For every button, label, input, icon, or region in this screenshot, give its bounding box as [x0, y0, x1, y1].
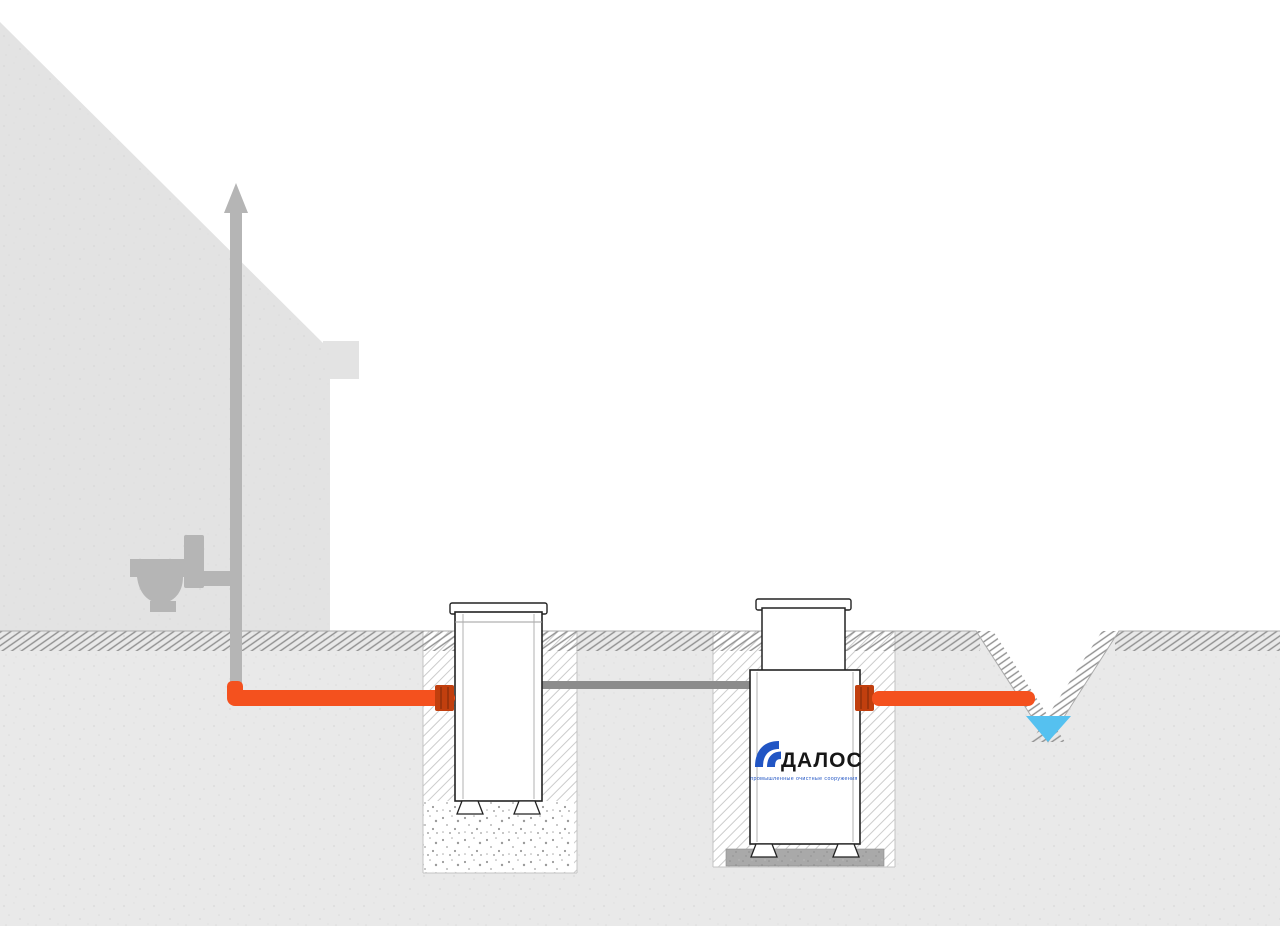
- septic-tank-foot-left: [456, 800, 484, 815]
- toilet-base: [150, 601, 176, 612]
- inlet-coupling-ribs: [440, 687, 449, 709]
- logo-mark-icon: [755, 741, 781, 767]
- septic-tank-foot-right: [513, 800, 541, 815]
- outlet-pipe-run: [872, 691, 1035, 706]
- inlet-pipe: [227, 681, 455, 706]
- toilet-drain-stub: [202, 571, 232, 586]
- ditch-water: [1026, 716, 1071, 742]
- transfer-pipe: [538, 681, 754, 689]
- inlet-pipe-run: [227, 690, 455, 706]
- septic-tank-body: [454, 611, 543, 802]
- toilet-bowl: [130, 559, 190, 603]
- brand-logo: ДАЛОС промышленные очистные сооружения: [750, 741, 862, 782]
- unit-foot-left: [750, 843, 778, 858]
- pit-right-edges: [712, 631, 896, 868]
- pit-left-edges: [422, 631, 578, 874]
- toilet-silhouette: [130, 535, 232, 612]
- logo-subtitle: промышленные очистные сооружения: [750, 776, 858, 782]
- inlet-coupling-body: [435, 685, 454, 711]
- ditch-slope-left-hatch: [976, 631, 1065, 742]
- unit-body: [749, 669, 861, 845]
- treatment-unit: ДАЛОС промышленные очистные сооружения: [749, 598, 862, 858]
- logo-text: ДАЛОС: [781, 749, 863, 772]
- septic-tank-wall-lines: [462, 614, 535, 799]
- gravel-base: [424, 801, 574, 872]
- outlet-coupling: [855, 685, 874, 711]
- house-grain-texture: [0, 22, 330, 631]
- vent-stack: [224, 183, 248, 690]
- outlet-coupling-body: [855, 685, 874, 711]
- ditch-slope-right-hatch: [1031, 631, 1119, 742]
- hatch-band-right: [1115, 631, 1280, 651]
- concrete-slab: [725, 848, 885, 867]
- vent-arrow-icon: [224, 183, 248, 213]
- inlet-coupling: [435, 685, 454, 711]
- outlet-coupling-ribs: [860, 687, 869, 709]
- vent-pipe: [230, 206, 242, 690]
- house-silhouette: [0, 22, 359, 631]
- septic-tank: [449, 602, 548, 815]
- outlet-pipe: [872, 691, 1035, 706]
- unit-neck: [761, 607, 846, 672]
- unit-foot-right: [832, 843, 860, 858]
